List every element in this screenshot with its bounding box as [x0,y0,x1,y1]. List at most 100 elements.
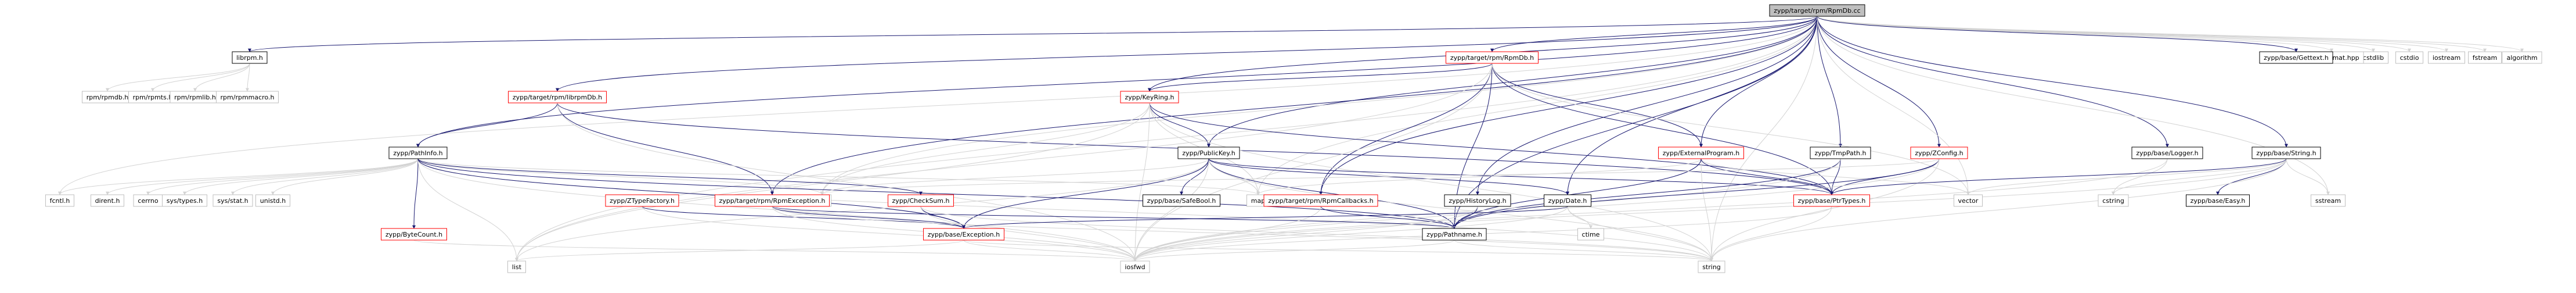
edge-rpmdbh-to-ptrtypes [1491,63,1833,195]
graph-node-label: zypp/base/String.h [2256,149,2316,157]
graph-node-safebool[interactable]: zypp/base/SafeBool.h [1143,194,1220,207]
graph-node-box [2098,194,2129,207]
graph-node-box [1769,4,1865,17]
graph-node-unistd[interactable]: unistd.h [255,194,290,207]
graph-node-box [715,194,830,207]
edge-librpm-to-rpmmacro [246,63,250,92]
graph-node-string[interactable]: string [1698,260,1725,273]
graph-node-box [255,194,290,207]
graph-node-ctime[interactable]: ctime [1577,228,1604,241]
graph-node-box [2428,51,2465,64]
graph-node-label: iostream [2433,54,2460,62]
graph-node-publickey[interactable]: zypp/PublicKey.h [1177,146,1240,159]
graph-node-exception[interactable]: zypp/base/Exception.h [923,228,1004,241]
graph-node-zconfig[interactable]: zypp/ZConfig.h [1910,146,1968,159]
edge-historylog-to-pathname [1453,206,1478,229]
graph-node-bytecount[interactable]: zypp/ByteCount.h [381,228,447,241]
edge-zconfig-to-pathname [1453,158,1940,229]
edge-librpm-to-rpmlib [193,63,250,92]
graph-node-sysstat[interactable]: sys/stat.h [212,194,253,207]
edge-rpmexception-to-pathname [772,206,1456,229]
edge-zdate-to-string [1567,206,1713,262]
graph-node-dirent[interactable]: dirent.h [91,194,124,207]
graph-node-list[interactable]: list [507,260,526,273]
graph-node-cstdio[interactable]: cstdio [2395,51,2423,64]
edge-librpmdb-to-pathinfo [416,102,558,148]
graph-node-rpmdbh[interactable]: zypp/target/rpm/RpmDb.h [1446,51,1539,64]
edge-basestring-to-ptrtypes [1830,158,2287,195]
edge-root-to-rpmdbh [1490,16,1818,52]
edge-publickey-to-pathname [1208,158,1456,229]
graph-node-keyring[interactable]: zypp/KeyRing.h [1120,91,1179,103]
graph-node-box [1143,194,1220,207]
graph-node-box [1120,260,1150,273]
graph-node-box [2131,146,2203,159]
graph-node-systypes[interactable]: sys/types.h [162,194,207,207]
graph-node-cerrno[interactable]: cerrno [133,194,163,207]
graph-node-easy[interactable]: zypp/base/Easy.h [2186,194,2250,207]
graph-node-pathname[interactable]: zypp/Pathname.h [1422,228,1487,241]
graph-node-pathinfo[interactable]: zypp/PathInfo.h [388,146,448,159]
graph-node-box [508,91,607,103]
edge-rpmdbh-to-rpmcallbacks [1319,63,1493,195]
graph-node-rpmexception[interactable]: zypp/target/rpm/RpmException.h [715,194,830,207]
graph-node-librpm[interactable]: librpm.h [232,51,268,64]
edge-rpmexception-to-string [772,206,1713,262]
graph-node-fcntl[interactable]: fcntl.h [45,194,74,207]
graph-node-label: ctime [1582,231,1600,238]
edge-root-to-basestring [1817,16,2288,148]
graph-node-gettext[interactable]: zypp/base/Gettext.h [2259,51,2333,64]
graph-node-basestring[interactable]: zypp/base/String.h [2251,146,2321,159]
graph-node-externalprogram[interactable]: zypp/ExternalProgram.h [1658,146,1744,159]
edge-root-to-tmppath [1817,16,1842,148]
graph-node-label: unistd.h [260,197,286,205]
edge-keyring-to-list [515,102,1150,262]
graph-node-cstdlib[interactable]: cstdlib [2358,51,2388,64]
graph-node-label: zypp/target/rpm/librpmDb.h [513,94,602,101]
edge-publickey-to-safebool [1180,158,1209,195]
graph-node-ptrtypes[interactable]: zypp/base/PtrTypes.h [1793,194,1870,207]
graph-node-box [1177,146,1240,159]
graph-node-box [507,260,526,273]
graph-node-label: cerrno [138,197,158,205]
graph-node-box [1658,146,1744,159]
graph-node-rpmlib[interactable]: rpm/rpmlib.h [170,91,221,103]
graph-node-label: zypp/target/rpm/RpmCallbacks.h [1268,197,1373,205]
graph-node-label: cstring [2102,197,2124,205]
graph-node-label: zypp/PublicKey.h [1182,149,1235,157]
graph-node-librpmdb[interactable]: zypp/target/rpm/librpmDb.h [508,91,607,103]
graph-node-rpmts[interactable]: rpm/rpmts.h [128,91,177,103]
edge-publickey-to-iosfwd [1133,158,1209,262]
graph-node-box [1910,146,1968,159]
graph-node-historylog[interactable]: zypp/HistoryLog.h [1444,194,1511,207]
edge-root-to-fstream [1817,16,2487,52]
edge-root-to-librpmdb [556,16,1818,92]
edge-tmppath-to-ptrtypes [1830,158,1841,195]
graph-node-algorithm[interactable]: algorithm [2502,51,2542,64]
graph-node-vector[interactable]: vector [1954,194,1983,207]
graph-node-sstream[interactable]: sstream [2311,194,2346,207]
graph-node-iosfwd[interactable]: iosfwd [1120,260,1150,273]
edge-root-to-string [1710,16,1818,262]
edge-root-to-list [515,16,1818,262]
graph-node-rpmmacro[interactable]: rpm/rpmmacro.h [216,91,279,103]
edge-logger-to-cstring [2112,158,2168,195]
graph-node-cstring[interactable]: cstring [2098,194,2129,207]
edge-checksum-to-string [920,206,1713,262]
edge-root-to-algorithm [1817,16,2524,52]
graph-node-label: sys/types.h [167,197,203,205]
graph-node-rpmcallbacks[interactable]: zypp/target/rpm/RpmCallbacks.h [1263,194,1378,207]
graph-node-ztypefactory[interactable]: zypp/ZTypeFactory.h [605,194,679,207]
edge-rpmcallbacks-to-iosfwd [1133,206,1321,262]
edge-root-to-gettext [1817,16,2298,52]
graph-node-label: zypp/base/Easy.h [2190,197,2246,205]
graph-node-checksum[interactable]: zypp/CheckSum.h [888,194,954,207]
graph-node-label: string [1702,263,1721,271]
graph-node-logger[interactable]: zypp/base/Logger.h [2131,146,2203,159]
graph-node-zdate[interactable]: zypp/Date.h [1544,194,1591,207]
graph-node-fstream[interactable]: fstream [2468,51,2502,64]
graph-node-rpmdb[interactable]: rpm/rpmdb.h [82,91,133,103]
edge-publickey-to-set [820,158,1209,195]
graph-node-tmppath[interactable]: zypp/TmpPath.h [1810,146,1871,159]
graph-node-iostream[interactable]: iostream [2428,51,2465,64]
